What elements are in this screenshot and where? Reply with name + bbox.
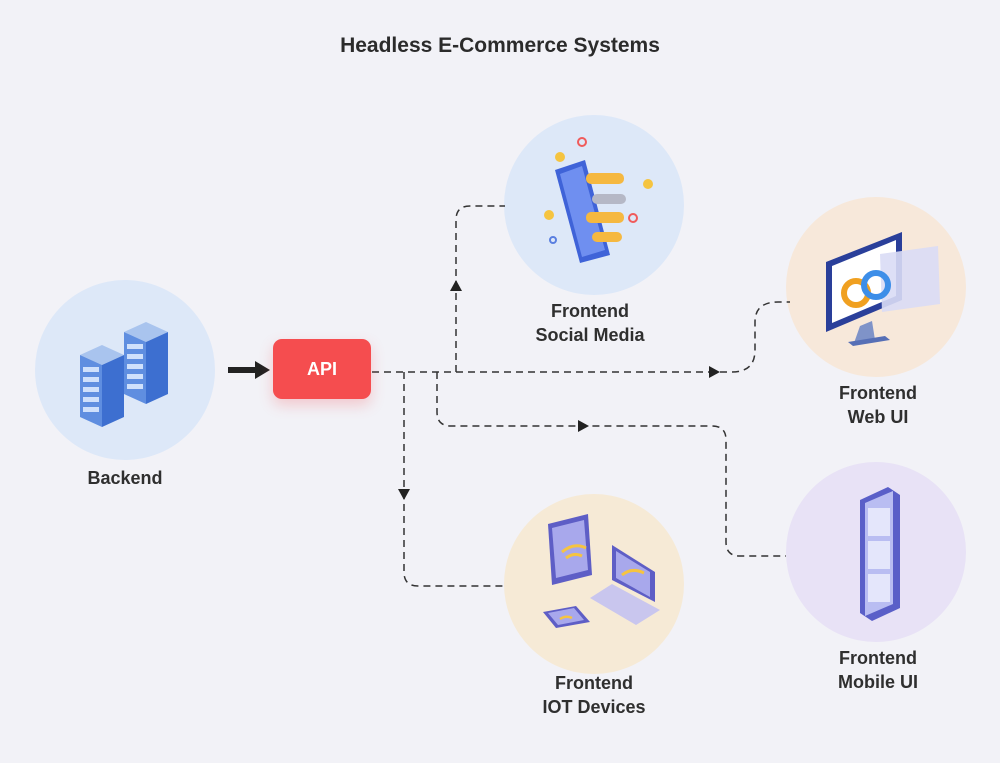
arrowhead-social [450,280,462,291]
backend-label: Backend [15,466,235,490]
backend-label-text: Backend [87,468,163,488]
server-rack-icon [80,322,168,427]
social-label-line1: Frontend [551,301,629,321]
web-label: Frontend Web UI [768,381,988,429]
diagram-title: Headless E-Commerce Systems [340,34,660,57]
arrowhead-web [709,366,720,378]
social-label-line2: Social Media [535,325,645,345]
web-label-line1: Frontend [839,383,917,403]
iot-label-line1: Frontend [555,673,633,693]
mobile-label: Frontend Mobile UI [768,646,988,694]
backend-to-api-arrow [228,361,270,379]
iot-label-line2: IOT Devices [542,697,646,717]
connector-api-iot [403,372,505,587]
wifi-devices-icon [543,514,660,628]
web-label-line2: Web UI [847,407,909,427]
arrowhead-mobile [578,420,589,432]
mobile-phone-icon [860,487,900,621]
monitor-browser-icon [826,232,940,346]
connector-api-web [372,301,790,373]
social-label: Frontend Social Media [480,299,700,347]
iot-label: Frontend IOT Devices [484,671,704,719]
smartphone-chat-icon [544,137,653,263]
api-node: API [273,339,371,399]
iot-circle [504,494,684,674]
connector-api-social [455,205,505,372]
mobile-label-line2: Mobile UI [838,672,918,692]
connector-api-mobile [436,372,786,557]
arrowhead-iot [398,489,410,500]
mobile-label-line1: Frontend [839,648,917,668]
